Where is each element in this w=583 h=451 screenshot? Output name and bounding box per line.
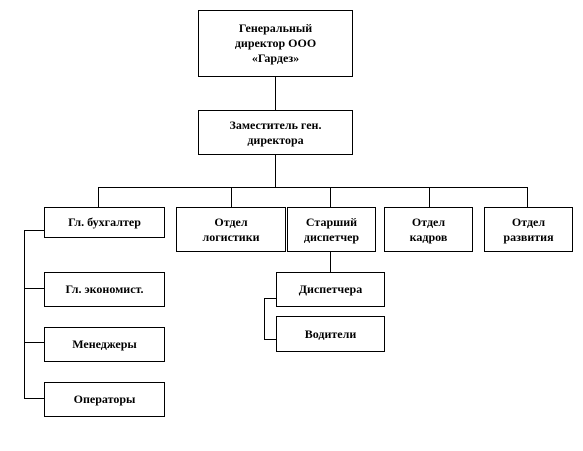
- node-dispatchers: Диспетчера: [276, 272, 385, 307]
- node-logistics-department: Отдел логистики: [176, 207, 286, 252]
- node-deputy-director: Заместитель ген. директора: [198, 110, 353, 155]
- node-senior-dispatcher: Старший диспетчер: [287, 207, 376, 252]
- node-managers: Менеджеры: [44, 327, 165, 362]
- node-hr-department: Отдел кадров: [384, 207, 473, 252]
- node-general-director: Генеральный директор ООО «Гардез»: [198, 10, 353, 77]
- node-operators: Операторы: [44, 382, 165, 417]
- node-chief-economist: Гл. экономист.: [44, 272, 165, 307]
- node-drivers: Водители: [276, 316, 385, 352]
- node-chief-accountant: Гл. бухгалтер: [44, 207, 165, 238]
- node-development-department: Отдел развития: [484, 207, 573, 252]
